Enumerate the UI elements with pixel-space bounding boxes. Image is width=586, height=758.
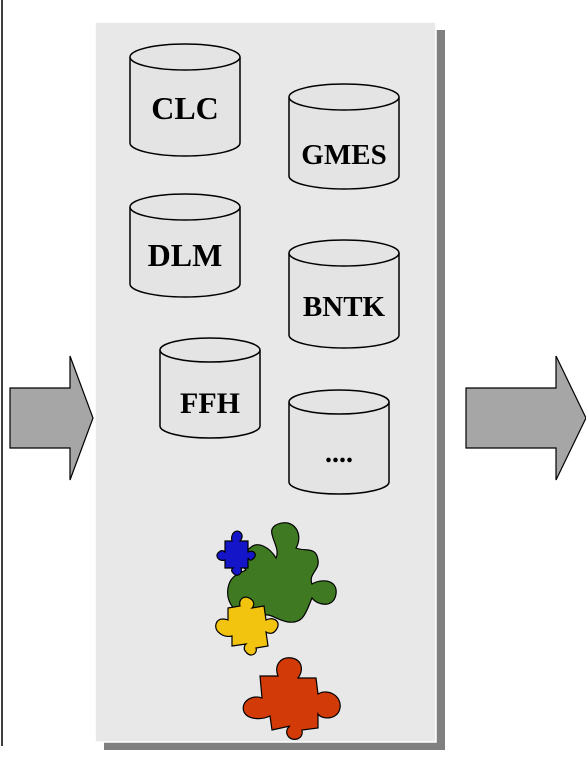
puzzle-piece-blue [216,530,256,576]
database-label: BNTK [303,291,386,323]
database-label: CLC [151,90,219,126]
database-cylinder-clc: CLC [129,43,241,157]
database-label: FFH [180,387,240,420]
database-cylinder-dlm: DLM [129,193,241,298]
database-label: .... [325,438,353,469]
left-arrow-icon [9,355,94,481]
database-cylinder-more: .... [288,389,390,495]
database-cylinder-bntk: BNTK [288,239,400,349]
database-cylinder-gmes: GMES [288,83,400,190]
puzzle-pieces-icon [215,522,341,740]
database-label: GMES [301,139,386,171]
right-arrow-icon [465,355,586,481]
database-label: DLM [148,237,223,273]
database-cylinder-ffh: FFH [159,337,261,439]
puzzle-piece-red [242,657,341,740]
puzzle-piece-yellow [215,596,279,656]
